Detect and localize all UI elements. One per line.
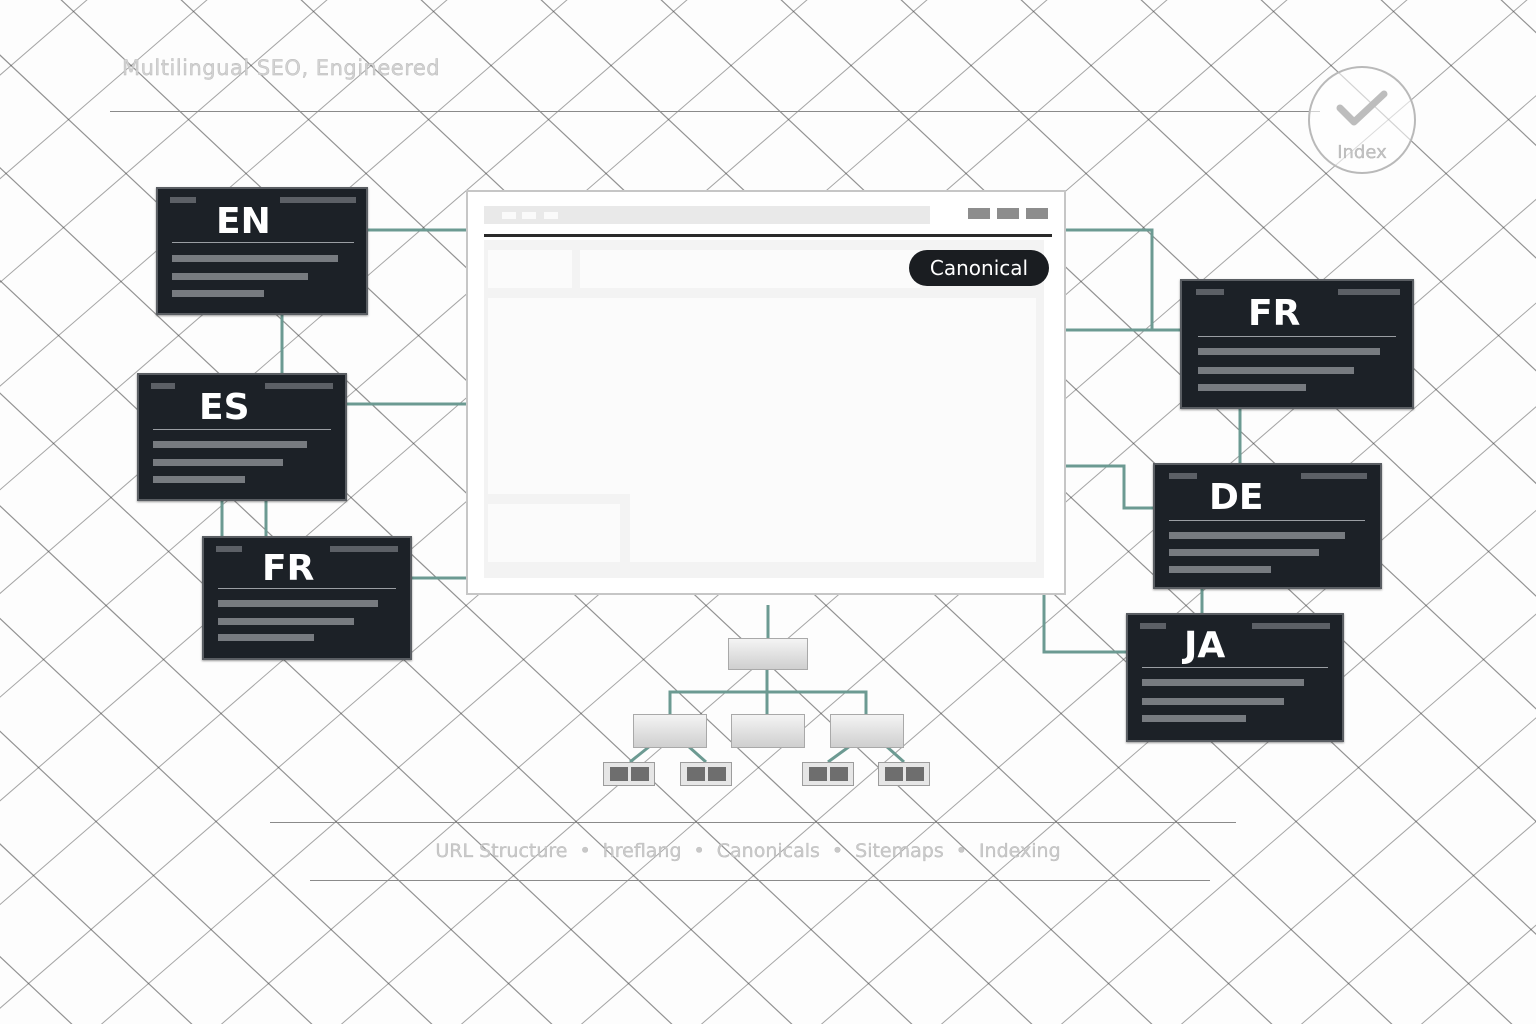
sitemap-root-node [728, 638, 808, 670]
lang-card-es: ES [137, 373, 347, 501]
lang-card-fr: FR [202, 536, 412, 660]
lang-code: EN [216, 201, 271, 242]
canonical-badge: Canonical [909, 250, 1049, 286]
page-content [484, 240, 1044, 578]
footer-divider-top [270, 822, 1236, 823]
browser-tab-bar [484, 206, 930, 224]
check-icon [1336, 90, 1388, 126]
page-title: Multilingual SEO, Engineered [122, 56, 441, 80]
topic-list: URL Structure•hreflang•Canonicals•Sitema… [435, 840, 1061, 862]
topic-item: Canonicals [716, 840, 820, 862]
topic-item: Indexing [978, 840, 1061, 862]
footer-divider-bottom [310, 880, 1210, 881]
index-label: Index [1337, 142, 1387, 163]
sitemap-branch-node [830, 714, 904, 748]
sitemap-leaf-node [878, 762, 930, 786]
lang-code: DE [1209, 477, 1264, 518]
lang-card-en: EN [156, 187, 368, 315]
sitemap-leaf-node [802, 762, 854, 786]
lang-card-ja: JA [1126, 613, 1344, 742]
sitemap-branch-node [633, 714, 707, 748]
topic-item: URL Structure [435, 840, 568, 862]
sitemap-leaf-node [603, 762, 655, 786]
lang-code: JA [1184, 625, 1226, 666]
lang-code: ES [199, 387, 250, 428]
topic-item: Sitemaps [855, 840, 944, 862]
lang-code: FR [1248, 293, 1301, 334]
lang-card-fr-right: FR [1180, 279, 1414, 409]
canonical-page-window: Canonical [466, 190, 1066, 595]
window-control[interactable] [997, 208, 1019, 219]
topic-item: hreflang [602, 840, 682, 862]
sitemap-leaf-node [680, 762, 732, 786]
sitemap-branch-node [731, 714, 805, 748]
index-badge: Index [1308, 66, 1416, 174]
window-control[interactable] [1026, 208, 1048, 219]
window-control[interactable] [968, 208, 990, 219]
title-divider [110, 111, 1320, 112]
lang-card-de: DE [1153, 463, 1382, 589]
lang-code: FR [262, 548, 315, 589]
